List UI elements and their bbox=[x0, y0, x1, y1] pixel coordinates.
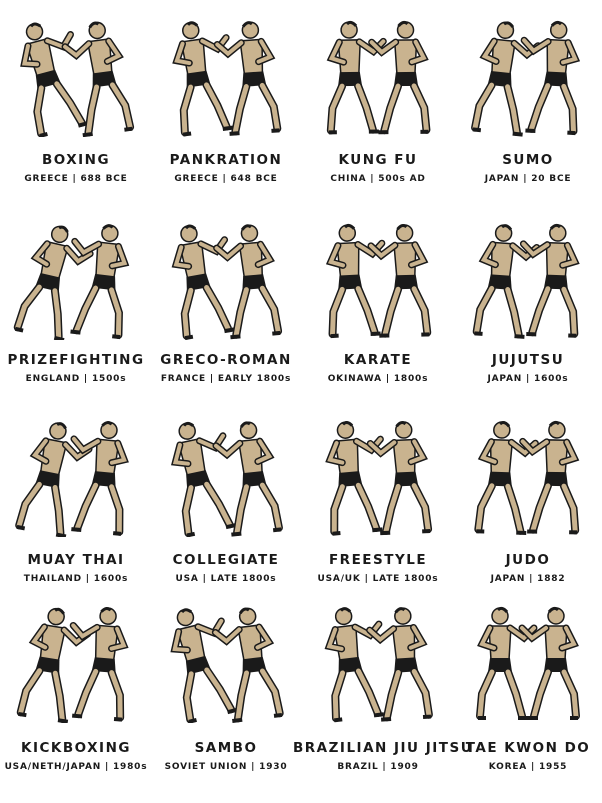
fighter-figure bbox=[211, 607, 284, 723]
art-name: PRIZEFIGHTING bbox=[7, 352, 145, 368]
art-origin: GREECE | 648 BCE bbox=[174, 174, 278, 184]
fighter-figure bbox=[519, 420, 580, 535]
fighter-figure bbox=[69, 607, 129, 722]
fighter-figure bbox=[325, 223, 386, 339]
fighter-figure bbox=[366, 421, 433, 536]
art-origin: CHINA | 500s AD bbox=[330, 174, 426, 184]
fighter-figure bbox=[476, 606, 538, 720]
art-origin: KOREA | 1955 bbox=[488, 762, 568, 772]
fighter-figure bbox=[172, 21, 233, 137]
art-origin: SOVIET UNION | 1930 bbox=[164, 762, 288, 772]
fighter-figure bbox=[13, 225, 94, 340]
art-name: COLLEGIATE bbox=[172, 552, 280, 568]
art-name: KARATE bbox=[343, 352, 413, 368]
fighter-figure bbox=[70, 224, 130, 340]
art-origin: JAPAN | 20 BCE bbox=[484, 174, 572, 184]
fighters-illustration bbox=[20, 21, 135, 137]
art-name: SAMBO bbox=[194, 740, 258, 756]
fighter-figure bbox=[520, 20, 581, 136]
fighters-illustration bbox=[471, 20, 581, 137]
art-name: BRAZILIAN JIU JITSU bbox=[293, 740, 474, 756]
fighter-figure bbox=[61, 21, 135, 137]
fighters-illustration bbox=[171, 421, 283, 537]
fighter-figure bbox=[518, 606, 580, 720]
art-origin: JAPAN | 1882 bbox=[490, 574, 566, 584]
art-origin: USA/NETH/JAPAN | 1980s bbox=[4, 762, 148, 772]
fighter-figure bbox=[474, 420, 539, 535]
fighters-illustration bbox=[325, 421, 433, 536]
art-name: KICKBOXING bbox=[21, 740, 131, 756]
fighter-figure bbox=[212, 421, 283, 537]
art-origin: BRAZIL | 1909 bbox=[337, 762, 419, 772]
fighters-illustration bbox=[476, 606, 580, 720]
art-name: MUAY THAI bbox=[27, 552, 125, 568]
fighter-figure bbox=[171, 224, 235, 340]
fighters-illustration bbox=[15, 421, 129, 537]
fighters-illustration bbox=[325, 223, 432, 339]
fighters-illustration bbox=[474, 420, 580, 535]
art-origin: THAILAND | 1600s bbox=[23, 574, 129, 584]
fighter-figure bbox=[367, 223, 432, 338]
art-name: GRECO-ROMAN bbox=[160, 352, 292, 368]
fighters-illustration bbox=[171, 224, 283, 340]
fighter-figure bbox=[472, 224, 541, 339]
art-origin: FRANCE | EARLY 1800s bbox=[160, 374, 292, 384]
art-origin: USA/UK | LATE 1800s bbox=[317, 574, 439, 584]
art-name: BOXING bbox=[41, 152, 111, 168]
fighter-figure bbox=[213, 224, 283, 340]
fighters-illustration bbox=[326, 20, 431, 135]
art-name: KUNG FU bbox=[338, 152, 418, 168]
fighter-figure bbox=[70, 421, 129, 536]
fighter-figure bbox=[171, 421, 237, 537]
fighter-figure bbox=[170, 608, 238, 723]
fighter-figure bbox=[213, 21, 282, 136]
art-name: PANKRATION bbox=[169, 152, 283, 168]
fighter-figure bbox=[324, 607, 385, 723]
art-origin: JAPAN | 1600s bbox=[487, 374, 569, 384]
fighter-figure bbox=[471, 21, 542, 137]
fighter-figure bbox=[368, 20, 431, 135]
fighters-illustration bbox=[16, 607, 129, 723]
art-origin: OKINAWA | 1800s bbox=[327, 374, 429, 384]
art-name: FREESTYLE bbox=[328, 552, 428, 568]
art-origin: USA | LATE 1800s bbox=[175, 574, 277, 584]
fighters-illustration bbox=[324, 607, 433, 723]
art-origin: GREECE | 688 BCE bbox=[24, 174, 128, 184]
fighters-illustration bbox=[170, 607, 284, 723]
fighters-illustration bbox=[13, 224, 130, 340]
fighter-figure bbox=[325, 421, 384, 536]
fighter-figure bbox=[326, 20, 387, 135]
art-origin: ENGLAND | 1500s bbox=[25, 374, 127, 384]
fighter-figure bbox=[519, 223, 580, 338]
fighters-illustration bbox=[172, 21, 282, 137]
art-name: SUMO bbox=[502, 152, 554, 168]
fighter-figure bbox=[20, 22, 89, 137]
fighters-illustration bbox=[472, 223, 580, 339]
art-name: JUJUTSU bbox=[491, 352, 565, 368]
fighter-figure bbox=[366, 607, 433, 722]
art-name: JUDO bbox=[505, 552, 551, 568]
fighter-figure bbox=[15, 422, 93, 537]
art-name: TAE KWON DO bbox=[465, 740, 591, 756]
